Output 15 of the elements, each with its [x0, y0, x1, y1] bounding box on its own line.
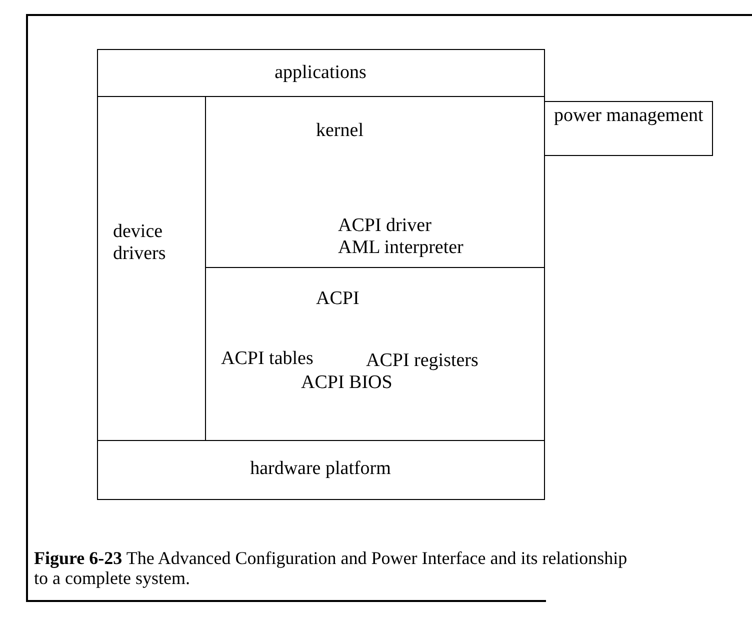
layer-label: applications: [274, 62, 368, 84]
layer-label: kernel: [316, 120, 364, 142]
side-box: [543, 101, 713, 156]
figure-caption: Figure 6-23 The Advanced Configuration and Power Interface and its relationship to a complete system.: [34, 548, 628, 588]
layer-label: power management: [554, 105, 704, 127]
layer-label: ACPI: [316, 288, 360, 310]
layer-label: hardware platform: [249, 458, 392, 480]
component-label: ACPI tables: [221, 348, 314, 370]
component-label: ACPI registers: [366, 350, 480, 372]
layer-box: [205, 96, 545, 269]
component-label: ACPI driver: [338, 215, 432, 237]
component-label: AML interpreter: [338, 237, 464, 259]
layer-label: device drivers: [113, 221, 167, 265]
component-label: ACPI BIOS: [301, 372, 394, 394]
layer-box: [205, 267, 545, 442]
